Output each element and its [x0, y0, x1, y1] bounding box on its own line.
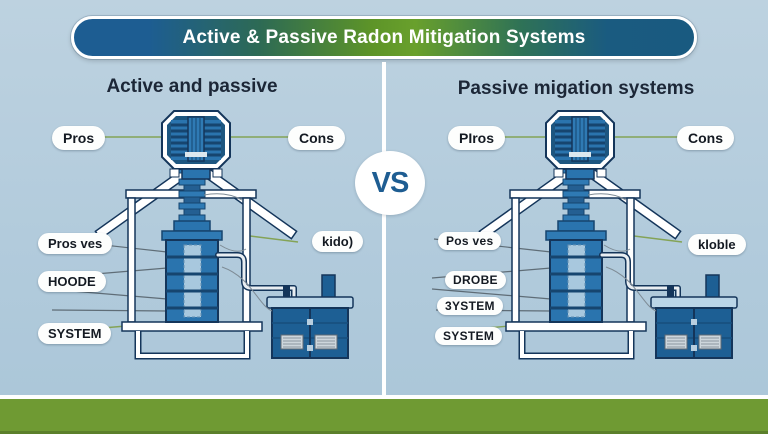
fan-slot: [569, 152, 591, 157]
callout-pill-right: kloble: [688, 234, 746, 255]
fan-slot: [185, 152, 207, 157]
column-cap: [545, 230, 607, 241]
mitigation-column: [545, 230, 607, 323]
title-text: Active & Passive Radon Mitigation System…: [182, 26, 586, 48]
foundation-fill: [136, 331, 249, 358]
radon-fan-icon: [545, 110, 615, 180]
annotation-squiggles: [587, 193, 657, 312]
unit-grille-right: [314, 334, 338, 350]
ground-bar: [0, 399, 768, 434]
foundation-fill: [520, 331, 633, 358]
cons-pill-left: Cons: [288, 126, 345, 150]
wall-post-left: [127, 197, 136, 323]
wall-post-left: [511, 197, 520, 323]
mitigation-column: [161, 230, 223, 323]
exhaust-pipe: [215, 252, 297, 300]
vs-text: VS: [371, 166, 410, 199]
unit-lid: [650, 296, 738, 309]
column-inner-strip: [183, 244, 202, 318]
unit-grille-left: [664, 334, 688, 350]
label-right-1: Pos ves: [438, 232, 502, 250]
pipe-flange: [173, 220, 211, 232]
pros-pill-left: Pros: [52, 126, 106, 150]
fan-collar: [181, 168, 211, 180]
unit-grille-left: [280, 334, 304, 350]
title-banner: Active & Passive Radon Mitigation System…: [71, 16, 697, 59]
label-left-1: Pros ves: [38, 233, 113, 254]
foundation-outline: [134, 331, 251, 360]
exhaust-pipe: [599, 252, 681, 300]
unit-grille-right: [698, 334, 722, 350]
label-right-2: DROBE: [445, 271, 506, 289]
unit-vent-pipe: [705, 274, 720, 300]
external-unit: [266, 274, 354, 359]
panel-right-header: Passive migation systems: [457, 78, 695, 99]
column-inner-strip: [567, 244, 586, 318]
floor-slab: [505, 321, 647, 332]
panel-left-header: Active and passive: [106, 76, 278, 97]
column-cap: [161, 230, 223, 241]
fan-collar: [565, 168, 595, 180]
ground-highlight-line: [0, 395, 768, 399]
unit-lid: [266, 296, 354, 309]
vs-badge: VS: [355, 151, 425, 215]
cons-pill-right: Cons: [677, 126, 734, 150]
annotation-squiggles: [203, 193, 273, 312]
callout-pill-left: kido): [312, 231, 364, 252]
house-diagram-right: [420, 105, 740, 365]
label-left-2: HOODE: [38, 271, 106, 292]
external-unit: [650, 274, 738, 359]
foundation-outline: [518, 331, 635, 360]
label-right-3: 3YSTEM: [437, 297, 503, 315]
label-right-4: SYSTEM: [435, 327, 503, 345]
radon-fan-icon: [161, 110, 231, 180]
pipe-flange: [557, 220, 595, 232]
unit-vent-pipe: [321, 274, 336, 300]
floor-slab: [121, 321, 263, 332]
center-divider: [382, 62, 386, 398]
pros-pill-right: PIros: [448, 126, 506, 150]
label-left-3: SYSTEM: [38, 323, 112, 344]
